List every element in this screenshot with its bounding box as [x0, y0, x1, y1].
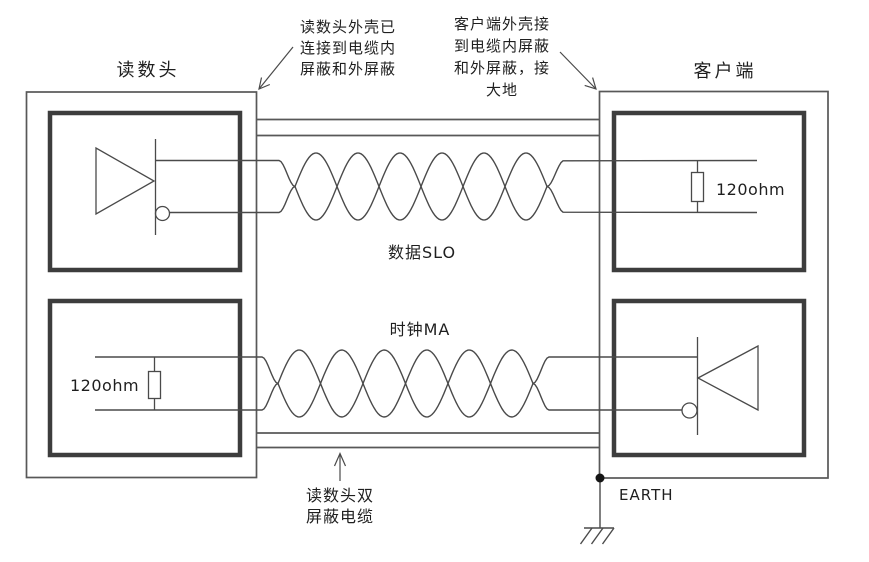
driver-symbol — [95, 139, 171, 235]
read-head-title: 读数头 — [116, 60, 180, 81]
driver-module-box — [47, 110, 243, 273]
receiver-symbol — [681, 337, 759, 435]
client-enclosure-rect — [598, 90, 829, 479]
resistor-body-icon — [690, 171, 705, 203]
read-head-enclosure-rect — [25, 91, 258, 479]
twisted-pair-clock-wire-a — [95, 349, 683, 418]
arrowhead-icon — [258, 77, 271, 90]
earth-connection — [579, 473, 615, 545]
left-terminator-module-box — [47, 298, 243, 458]
cable-shield-conductors — [256, 118, 600, 449]
twisted-pair-clock — [95, 349, 697, 418]
right-resistor-value-label: 120ohm — [716, 180, 786, 199]
twisted-pair-data-wire-b — [169, 152, 758, 221]
earth-junction-dot — [595, 473, 605, 483]
ground-symbol-icon — [579, 527, 615, 545]
cable-annotation-arrow — [333, 452, 347, 481]
twisted-pair-data-wire-a — [155, 152, 758, 221]
arrowhead-icon — [584, 77, 597, 90]
driver-inverting-bubble-icon — [154, 205, 171, 222]
read-head-enclosure-box — [25, 91, 258, 479]
twisted-pair-data — [155, 152, 758, 221]
read-head-shell-annotation: 读数头外壳已 连接到电缆内 屏蔽和外屏蔽 — [299, 18, 396, 78]
left-resistor-value-label: 120ohm — [70, 376, 140, 395]
client-shell-arrow — [559, 51, 597, 90]
arrowhead-icon — [333, 452, 347, 467]
data-signal-label: 数据SLO — [387, 243, 457, 262]
cable-annotation: 读数头双 屏蔽电缆 — [305, 486, 374, 526]
right-termination-resistor — [690, 160, 705, 213]
client-shell-annotation: 客户端外壳接 到电缆内屏蔽 和外屏蔽，接 大地 — [453, 15, 550, 99]
read-head-shell-arrow — [258, 46, 294, 90]
right-terminator-module-box — [611, 110, 807, 273]
driver-triangle-icon — [95, 146, 156, 216]
client-title: 客户端 — [693, 61, 757, 82]
receiver-inverting-bubble-icon — [681, 402, 698, 419]
resistor-body-icon — [147, 370, 162, 400]
client-enclosure-box — [598, 90, 829, 479]
receiver-module-box — [611, 298, 807, 458]
left-termination-resistor — [147, 357, 162, 410]
earth-label: EARTH — [619, 486, 674, 504]
clock-signal-label: 时钟MA — [389, 320, 451, 339]
receiver-triangle-icon — [696, 344, 759, 412]
twisted-pair-clock-wire-b — [95, 349, 697, 418]
